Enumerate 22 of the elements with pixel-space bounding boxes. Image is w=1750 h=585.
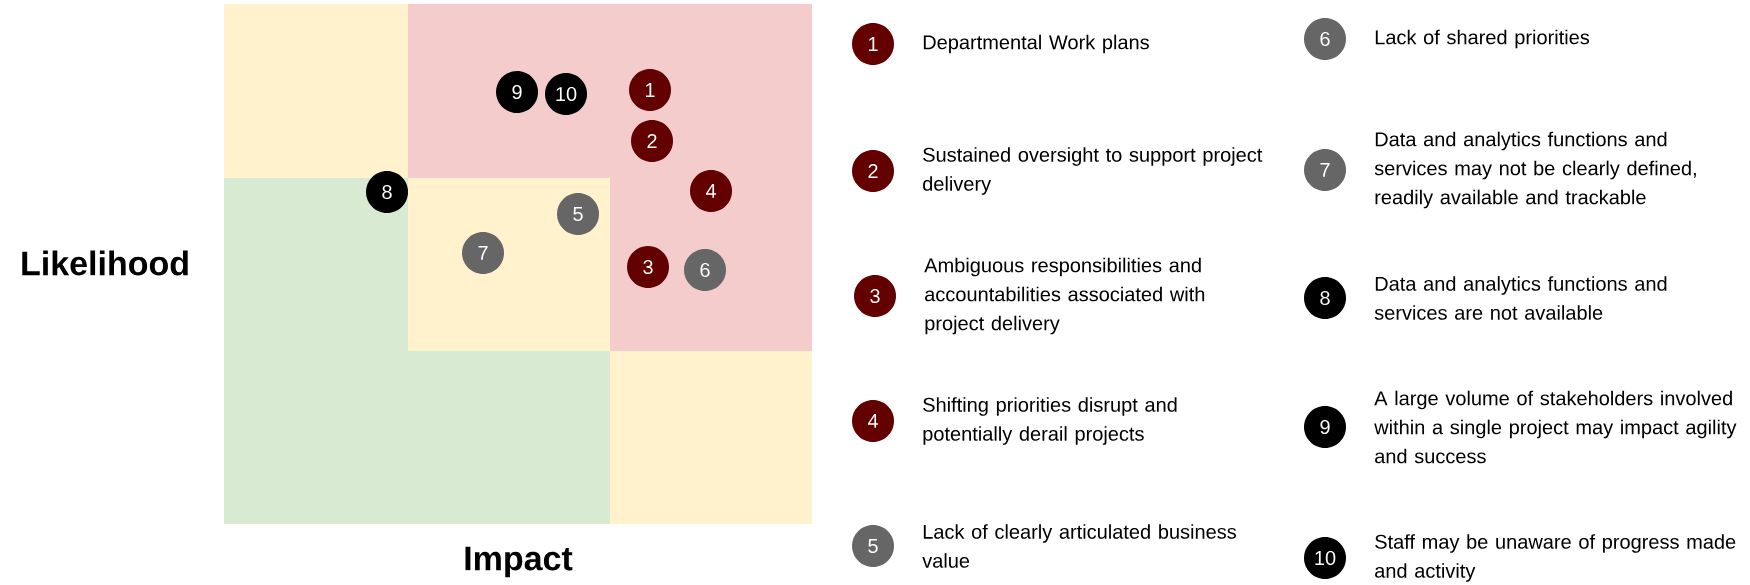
number-badge: 10 bbox=[1304, 537, 1346, 579]
legend-text: Data and analytics functions and services may not be clearly defined, readily available and trackable bbox=[1374, 131, 1696, 209]
number-badge: 8 bbox=[1304, 277, 1346, 319]
number-badge: 4 bbox=[852, 400, 894, 442]
number-badge: 3 bbox=[854, 275, 896, 317]
number-badge: 6 bbox=[1304, 18, 1346, 60]
legend-text: Lack of clearly articulated business value bbox=[922, 524, 1236, 568]
axis-label: Likelihood bbox=[22, 250, 188, 276]
number-badge: 1 bbox=[852, 23, 894, 65]
number-badge: 5 bbox=[852, 525, 894, 567]
axis-label: Impact bbox=[465, 546, 573, 578]
legend-text: Departmental Work plans bbox=[923, 34, 1149, 54]
number-badge: 2 bbox=[852, 150, 894, 192]
number-badge: 7 bbox=[1304, 149, 1346, 191]
legend-text: Sustained oversight to support project delivery bbox=[923, 147, 1263, 195]
legend-text: Lack of shared priorities bbox=[1375, 29, 1590, 49]
legend-text: A large volume of stakeholders involved within a single project may impact agility and success bbox=[1374, 390, 1737, 464]
legend-text: Shifting priorities disrupt and potentially derail projects bbox=[923, 397, 1177, 445]
legend-text: Staff may be unaware of progress made and activity bbox=[1375, 534, 1736, 582]
legend-text: Data and analytics functions and services are not available bbox=[1374, 276, 1667, 320]
legend-text: Ambiguous responsibilities and accountabilities associated with project delivery bbox=[924, 257, 1205, 335]
number-badge: 9 bbox=[1304, 406, 1346, 448]
